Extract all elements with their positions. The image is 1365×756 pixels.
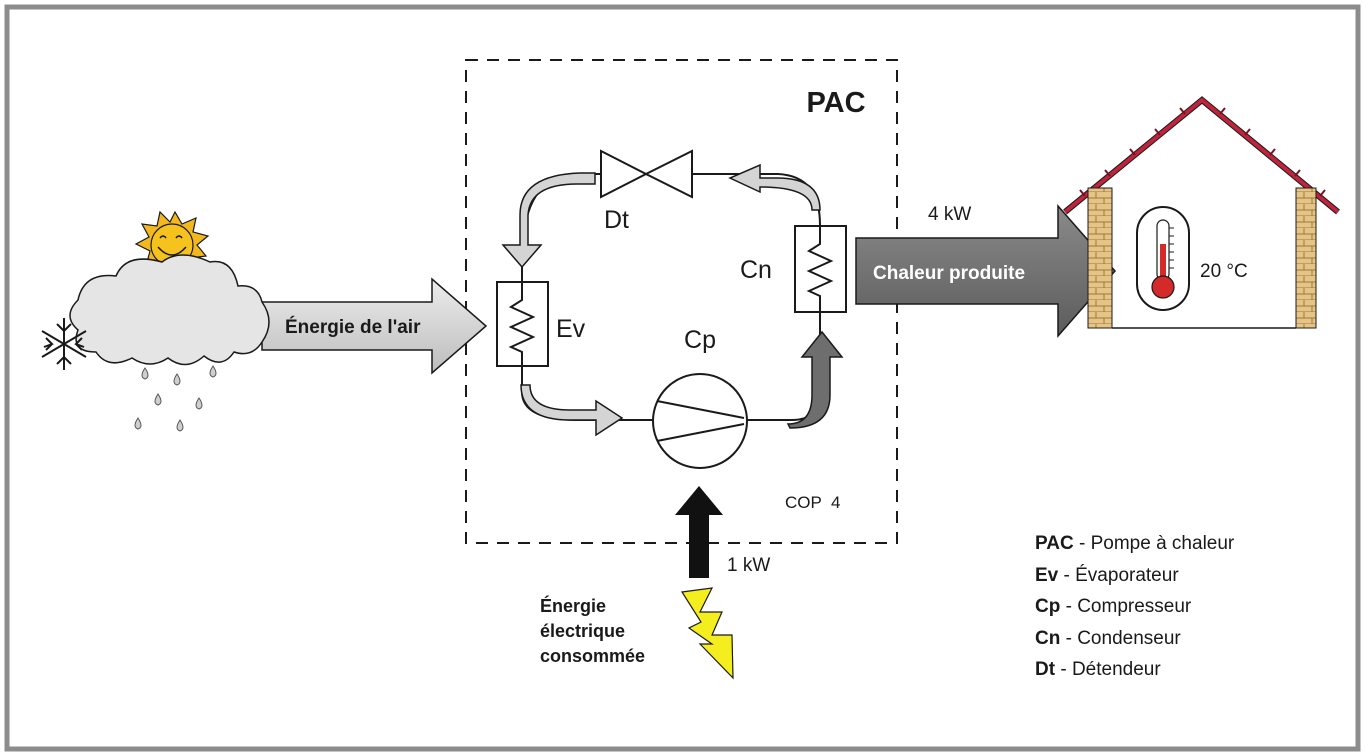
label-temperature: 20 °C: [1200, 261, 1248, 282]
label-ev: Ev: [556, 315, 586, 343]
outer-frame: [4, 4, 1361, 752]
condenser-coil-icon: [806, 226, 834, 312]
heat-produced-arrow: [855, 204, 1116, 338]
label-cop: COP 4: [785, 493, 840, 512]
electric-energy-line-1: Énergie: [540, 595, 606, 616]
pac-title: PAC: [806, 87, 865, 119]
label-power-in: 1 kW: [727, 555, 770, 576]
cloud-icon: [69, 254, 270, 366]
thermometer-icon: [1136, 206, 1190, 311]
legend-item-pac: PAC - Pompe à chaleur: [1035, 533, 1235, 554]
electric-energy-line-2: électrique: [540, 621, 625, 641]
legend-item-dt: Dt - Détendeur: [1035, 659, 1161, 680]
label-dt: Dt: [604, 206, 629, 234]
evaporator-coil-icon: [508, 282, 536, 366]
snowflake-icon: [41, 318, 87, 370]
label-power-out: 4 kW: [928, 204, 971, 225]
flow-arrow-bottom-right: [786, 330, 844, 429]
air-energy-label: Énergie de l'air: [285, 316, 421, 338]
lightning-icon: [680, 587, 734, 680]
legend-item-ev: Ev - Évaporateur: [1035, 564, 1179, 586]
compressor-icon: [652, 373, 748, 469]
legend-item-cp: Cp - Compresseur: [1035, 596, 1192, 617]
electric-input-arrow: [675, 486, 723, 578]
raindrop-icon: [134, 365, 217, 432]
flow-arrow-top-left: [501, 172, 596, 269]
flow-arrow-top-right: [728, 163, 821, 211]
label-cp: Cp: [684, 326, 716, 354]
expansion-valve-icon: [600, 149, 693, 199]
abbreviation-legend: PAC - Pompe à chaleur Ev - Évaporateur C…: [1035, 528, 1234, 686]
label-cn: Cn: [740, 256, 772, 284]
house-icon: [1063, 96, 1340, 329]
heat-produced-label: Chaleur produite: [873, 263, 1025, 284]
flow-arrow-bottom-left: [520, 384, 624, 437]
electric-energy-line-3: consommée: [540, 646, 645, 666]
air-energy-arrow: [261, 277, 488, 375]
legend-item-cn: Cn - Condenseur: [1035, 627, 1181, 649]
